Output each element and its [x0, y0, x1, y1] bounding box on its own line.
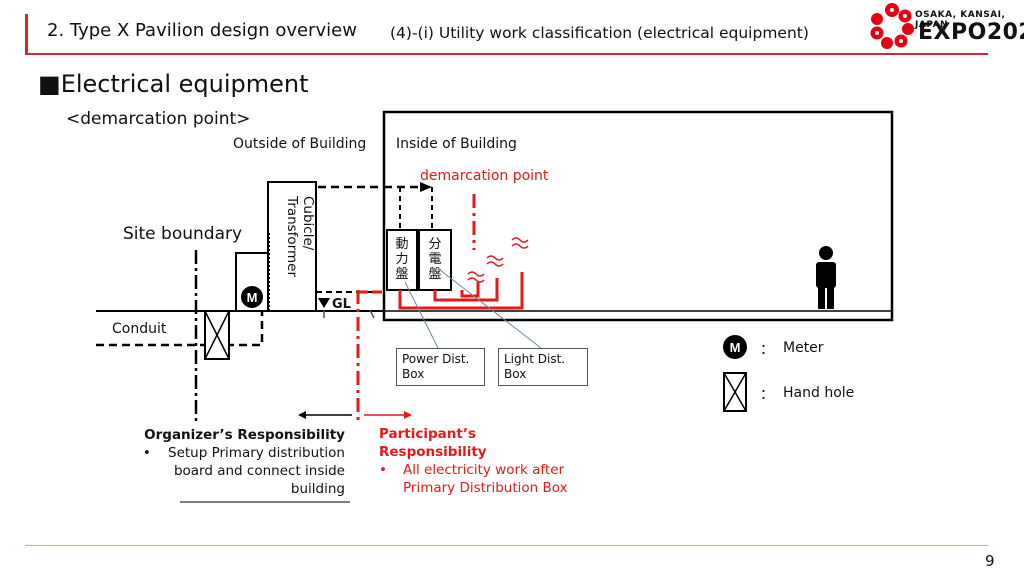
transformer-box [267, 181, 317, 312]
legend-meter-label: Meter [783, 340, 824, 356]
participant-item: • All electricity work after Primary Dis… [379, 461, 589, 497]
meter-symbol: M [247, 290, 258, 305]
footer-divider [25, 545, 988, 546]
organizer-responsibility: Organizer’s Responsibility • Setup Prima… [140, 426, 345, 498]
conduit-line [96, 311, 264, 347]
section-subtitle: <demarcation point> [66, 109, 251, 129]
power-box-jp-label: 動力盤 [395, 237, 409, 282]
conduit-label: Conduit [112, 321, 167, 337]
participant-responsibility: Participant’s Responsibility • All elect… [379, 425, 589, 497]
section-title: ■Electrical equipment [38, 70, 309, 98]
power-dist-box [386, 229, 418, 291]
participant-text: All electricity work after Primary Distr… [403, 462, 568, 496]
light-dist-box [418, 229, 452, 291]
gl-label: GL [332, 297, 351, 312]
light-box-callout: Light Dist. Box [498, 348, 588, 386]
demarcation-point-label: demarcation point [420, 168, 549, 184]
legend-handhole-label: Hand hole [783, 385, 855, 401]
legend-meter-icon [723, 335, 747, 359]
expo-logo-icon [870, 3, 914, 49]
building-floor [383, 310, 893, 321]
arrow-right-red-icon [404, 411, 412, 419]
logo-name: EXPO2025 [918, 20, 1024, 45]
legend-meter-symbol: M [730, 340, 741, 355]
arrow-left-icon [298, 411, 306, 419]
page-title: 2. Type X Pavilion design overview [47, 20, 357, 41]
transformer-label: Cubicle/ Transformer [284, 196, 316, 278]
organizer-item: • Setup Primary distribution board and c… [140, 444, 345, 498]
meter-icon [241, 286, 263, 308]
header-divider [25, 53, 988, 55]
page-subtitle: (4)-(i) Utility work classification (ele… [390, 24, 809, 42]
power-box-callout: Power Dist. Box [396, 348, 485, 386]
light-box-jp-label: 分電盤 [428, 237, 442, 282]
section-bullet: ■ [38, 70, 61, 98]
arrow-right-icon [420, 182, 432, 192]
legend-meter-sep: ： [760, 342, 774, 358]
red-wiring [398, 272, 524, 310]
header-accent-bar [25, 14, 28, 54]
organizer-bullet: • [142, 445, 151, 461]
legend-handhole-sep: ： [760, 387, 774, 403]
participant-bullet: • [379, 462, 387, 478]
organizer-title: Organizer’s Responsibility [144, 427, 345, 443]
person-icon [816, 246, 836, 309]
participant-title: Participant’s Responsibility [379, 426, 487, 460]
page-number: 9 [985, 552, 995, 570]
outside-building-label: Outside of Building [233, 136, 367, 152]
inside-building-label: Inside of Building [396, 136, 517, 152]
logo-tagline: OSAKA, KANSAI, JAPAN [915, 10, 1006, 30]
gl-marker-icon [318, 298, 330, 308]
site-boundary-label: Site boundary [123, 224, 243, 244]
section-title-text: Electrical equipment [60, 70, 309, 98]
organizer-text: Setup Primary distribution board and con… [168, 445, 345, 497]
